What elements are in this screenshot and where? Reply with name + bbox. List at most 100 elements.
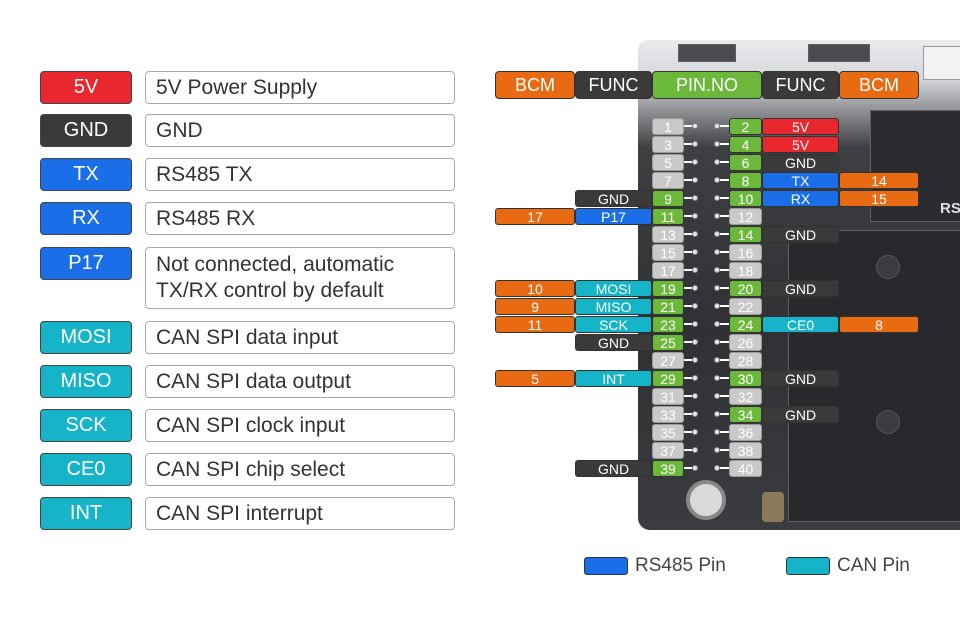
func-tx-pin-8: TX <box>762 172 839 189</box>
board-hole <box>876 255 900 279</box>
header-pin-dot <box>714 339 720 345</box>
pin-connector-line <box>720 125 729 127</box>
pin-37: 37 <box>652 442 684 459</box>
pin-38: 38 <box>729 442 762 459</box>
header-bcm-0: BCM <box>495 71 575 99</box>
header-pin-dot <box>714 321 720 327</box>
board-hole <box>876 410 900 434</box>
bcm-10-pin-19: 10 <box>495 280 575 297</box>
legend-tag-tx: TX <box>40 158 132 191</box>
legend-tag-int: INT <box>40 497 132 530</box>
legend-desc-gnd: GND <box>145 114 455 147</box>
header-pin-dot <box>714 231 720 237</box>
header-pin-dot <box>714 357 720 363</box>
header-pin-dot <box>714 159 720 165</box>
header-bcm-4: BCM <box>839 71 919 99</box>
bcm-9-pin-21: 9 <box>495 298 575 315</box>
pin-4: 4 <box>729 136 762 153</box>
legend-tag-gnd: GND <box>40 114 132 147</box>
header-pin-dot <box>692 231 698 237</box>
header-pin-dot <box>714 447 720 453</box>
pin-connector-line <box>720 431 729 433</box>
pin-connector-line <box>684 125 692 127</box>
pin-connector-line <box>720 215 729 217</box>
pin-13: 13 <box>652 226 684 243</box>
header-pin-dot <box>714 213 720 219</box>
legend-desc-sck: CAN SPI clock input <box>145 409 455 442</box>
pin-31: 31 <box>652 388 684 405</box>
header-pin-dot <box>692 339 698 345</box>
pin-connector-line <box>684 413 692 415</box>
header-pin-dot <box>714 465 720 471</box>
func-p17-pin-11: P17 <box>575 208 652 225</box>
pin-connector-line <box>720 251 729 253</box>
header-pin-dot <box>692 357 698 363</box>
header-pin-dot <box>714 375 720 381</box>
header-pin-dot <box>692 375 698 381</box>
header-func-1: FUNC <box>575 71 652 99</box>
pin-18: 18 <box>729 262 762 279</box>
pin-17: 17 <box>652 262 684 279</box>
header-pin-dot <box>714 303 720 309</box>
legend-desc-int: CAN SPI interrupt <box>145 497 455 530</box>
pin-connector-line <box>684 179 692 181</box>
pin-33: 33 <box>652 406 684 423</box>
func-5v-pin-2: 5V <box>762 118 839 135</box>
pin-connector-line <box>684 305 692 307</box>
header-pin-dot <box>692 321 698 327</box>
board-label-rs: RS <box>940 200 960 217</box>
pin-connector-line <box>720 269 729 271</box>
header-pin-dot <box>692 447 698 453</box>
bcm-17-pin-11: 17 <box>495 208 575 225</box>
pin-22: 22 <box>729 298 762 315</box>
bcm-11-pin-23: 11 <box>495 316 575 333</box>
pin-3: 3 <box>652 136 684 153</box>
func-mosi-pin-19: MOSI <box>575 280 652 297</box>
pin-27: 27 <box>652 352 684 369</box>
func-sck-pin-23: SCK <box>575 316 652 333</box>
header-pin-dot <box>692 411 698 417</box>
header-pin-dot <box>692 285 698 291</box>
pin-connector-line <box>684 251 692 253</box>
pin-12: 12 <box>729 208 762 225</box>
pin-36: 36 <box>729 424 762 441</box>
pin-21: 21 <box>652 298 684 315</box>
func-int-pin-29: INT <box>575 370 652 387</box>
pin-26: 26 <box>729 334 762 351</box>
header-pin-dot <box>692 393 698 399</box>
pin-connector-line <box>720 161 729 163</box>
func-miso-pin-21: MISO <box>575 298 652 315</box>
bcm-14-pin-8: 14 <box>839 172 919 189</box>
pin-connector-line <box>720 287 729 289</box>
header-pin-dot <box>714 285 720 291</box>
pin-connector-line <box>684 233 692 235</box>
board-header-strip <box>808 44 870 62</box>
pin-28: 28 <box>729 352 762 369</box>
pin-connector-line <box>720 413 729 415</box>
pin-16: 16 <box>729 244 762 261</box>
legend-tag-miso: MISO <box>40 365 132 398</box>
header-pin-dot <box>714 249 720 255</box>
legend-tag-sck: SCK <box>40 409 132 442</box>
pin-20: 20 <box>729 280 762 297</box>
pin-connector-line <box>684 323 692 325</box>
bcm-5-pin-29: 5 <box>495 370 575 387</box>
header-pin-dot <box>692 195 698 201</box>
header-pin-dot <box>692 141 698 147</box>
pin-connector-line <box>684 431 692 433</box>
pin-8: 8 <box>729 172 762 189</box>
pin-connector-line <box>684 359 692 361</box>
header-pin-dot <box>714 393 720 399</box>
legend-desc-ce0: CAN SPI chip select <box>145 453 455 486</box>
pin-connector-line <box>684 197 692 199</box>
pin-24: 24 <box>729 316 762 333</box>
pin-connector-line <box>720 233 729 235</box>
header-pin-dot <box>692 303 698 309</box>
header-pin-dot <box>692 429 698 435</box>
header-pin-dot <box>692 213 698 219</box>
func-gnd-pin-34: GND <box>762 406 839 423</box>
pin-connector-line <box>684 341 692 343</box>
pin-connector-line <box>720 449 729 451</box>
pin-34: 34 <box>729 406 762 423</box>
header-pin-dot <box>692 177 698 183</box>
